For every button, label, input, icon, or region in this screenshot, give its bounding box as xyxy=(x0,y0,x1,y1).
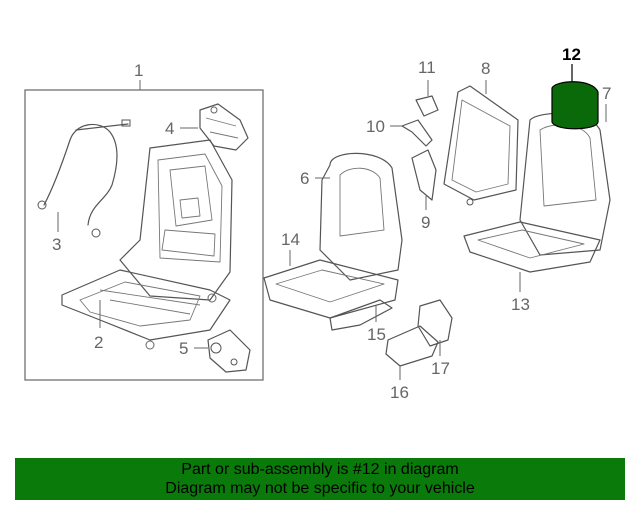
callout-12: 12 xyxy=(562,45,581,64)
trim-panel-drawing xyxy=(411,149,437,201)
clip-10-drawing xyxy=(401,119,433,147)
banner-line-1: Part or sub-assembly is #12 in diagram xyxy=(181,461,459,478)
cover-16-drawing xyxy=(385,325,439,367)
back-panel-drawing xyxy=(443,85,519,206)
info-banner: Part or sub-assembly is #12 in diagram D… xyxy=(15,458,625,500)
callout-2: 2 xyxy=(94,333,103,352)
callout-1: 1 xyxy=(134,61,143,80)
clip-11-drawing xyxy=(415,95,439,117)
assembly-box xyxy=(24,89,264,381)
callout-6: 6 xyxy=(300,169,309,188)
actuator-drawing xyxy=(207,329,251,373)
cable-drawing xyxy=(37,119,131,238)
callout-14: 14 xyxy=(281,230,300,249)
callout-13: 13 xyxy=(511,295,530,314)
callout-3: 3 xyxy=(52,235,61,254)
callout-11: 11 xyxy=(418,58,436,77)
seat-frame-drawing xyxy=(61,139,233,350)
cover-17-drawing xyxy=(417,299,453,347)
callout-15: 15 xyxy=(367,325,386,344)
callout-8: 8 xyxy=(481,59,490,78)
banner-line-2: Diagram may not be specific to your vehi… xyxy=(165,480,475,497)
seat-frame-assembly-group: 1 2 3 xyxy=(24,61,264,381)
callout-16: 16 xyxy=(390,383,409,402)
callout-17: 17 xyxy=(431,359,450,378)
right-seat-drawing xyxy=(463,112,611,273)
callout-7: 7 xyxy=(602,84,611,103)
callout-9: 9 xyxy=(421,213,430,232)
callout-4: 4 xyxy=(165,119,174,138)
callout-5: 5 xyxy=(179,339,188,358)
bracket-drawing xyxy=(199,103,249,151)
headrest-12-highlight xyxy=(551,81,599,130)
callout-10: 10 xyxy=(366,117,385,136)
